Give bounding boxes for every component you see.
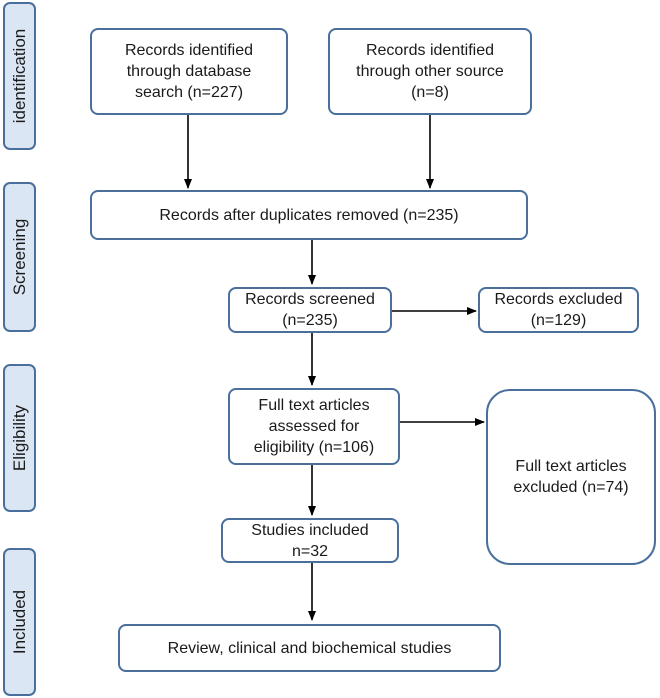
box-records-excluded: Records excluded (n=129) <box>478 287 639 333</box>
phase-screening: Screening <box>3 182 36 332</box>
phase-identification-label: identification <box>9 28 29 124</box>
box-full-text-excluded: Full text articles excluded (n=74) <box>486 389 656 565</box>
phase-included-label: Included <box>9 589 29 655</box>
box-studies-included: Studies included n=32 <box>221 518 399 563</box>
phase-included: Included <box>3 548 36 696</box>
phase-identification: identification <box>3 2 36 150</box>
phase-eligibility: Eligibility <box>3 364 36 512</box>
phase-eligibility-label: Eligibility <box>9 404 29 472</box>
box-database-search: Records identified through database sear… <box>90 28 288 115</box>
box-full-text-assessed: Full text articles assessed for eligibil… <box>228 388 400 465</box>
box-duplicates-removed: Records after duplicates removed (n=235) <box>90 190 528 240</box>
phase-screening-label: Screening <box>9 218 29 296</box>
box-review-studies: Review, clinical and biochemical studies <box>118 624 501 672</box>
box-records-screened: Records screened (n=235) <box>228 287 392 333</box>
box-other-source: Records identified through other source … <box>328 28 532 115</box>
